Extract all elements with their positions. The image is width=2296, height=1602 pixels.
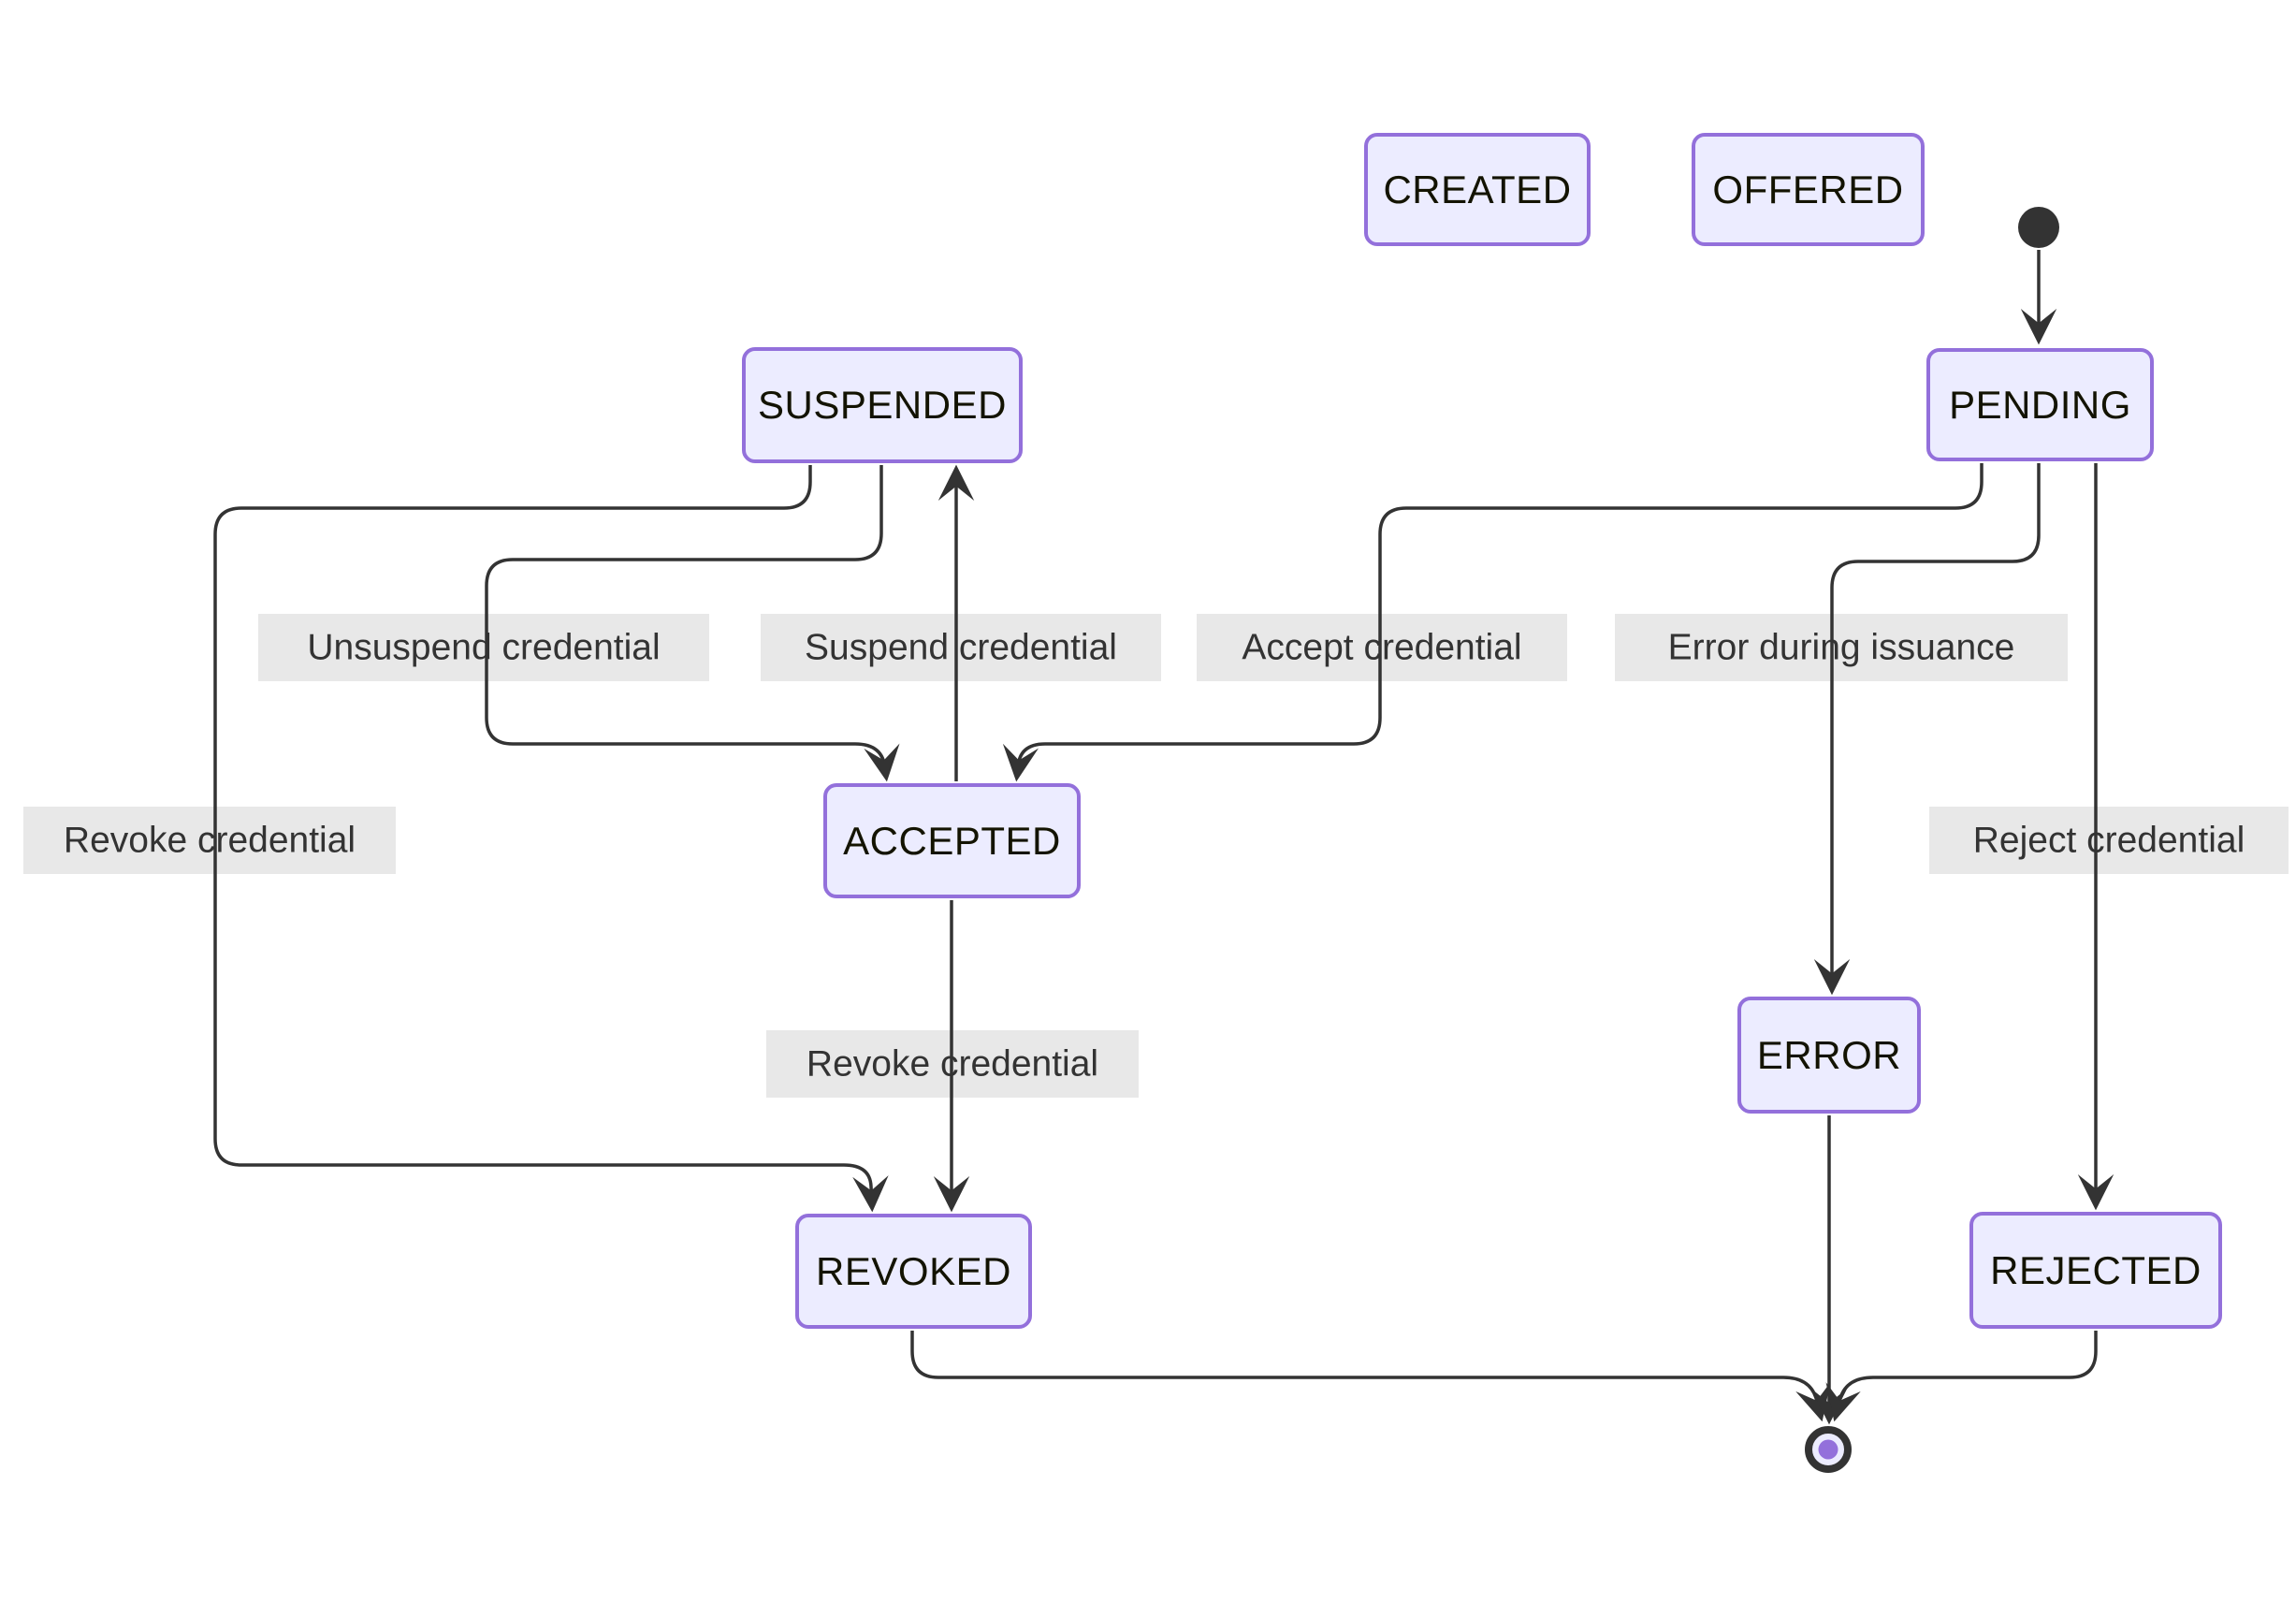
state-node-accepted: ACCEPTED bbox=[823, 783, 1081, 898]
edge-revoked-to-final bbox=[910, 1331, 1831, 1422]
state-node-created: CREATED bbox=[1364, 133, 1591, 246]
state-node-error: ERROR bbox=[1737, 997, 1921, 1114]
edge-suspended-to-accepted bbox=[485, 465, 900, 782]
state-node-rejected-label: REJECTED bbox=[1990, 1247, 2202, 1292]
edge-suspended-to-revoked bbox=[213, 465, 889, 1213]
edge-pending-to-accepted bbox=[1002, 463, 1984, 782]
edge-label-reject-credential-text: Reject credential bbox=[1973, 821, 2245, 861]
edge-label-revoke-credential-left: Revoke credential bbox=[23, 807, 396, 874]
edge-label-unsuspend-credential-text: Unsuspend credential bbox=[307, 628, 660, 668]
state-node-revoked-label: REVOKED bbox=[816, 1248, 1011, 1293]
edge-label-reject-credential: Reject credential bbox=[1929, 807, 2289, 874]
state-node-created-label: CREATED bbox=[1383, 167, 1572, 211]
edge-label-suspend-credential-text: Suspend credential bbox=[805, 628, 1117, 668]
edge-label-unsuspend-credential: Unsuspend credential bbox=[258, 614, 709, 681]
initial-state-dot bbox=[2018, 207, 2059, 248]
state-node-error-label: ERROR bbox=[1756, 1032, 1902, 1077]
state-node-pending-label: PENDING bbox=[1949, 382, 2131, 427]
final-state-marker bbox=[1805, 1426, 1852, 1473]
state-node-offered-label: OFFERED bbox=[1712, 167, 1904, 211]
edge-label-accept-credential: Accept credential bbox=[1197, 614, 1567, 681]
edge-label-error-during-issuance-text: Error during issuance bbox=[1668, 628, 2015, 668]
final-state-inner-dot bbox=[1818, 1439, 1838, 1460]
edge-label-suspend-credential: Suspend credential bbox=[761, 614, 1161, 681]
edge-pending-to-error bbox=[1813, 463, 2041, 996]
state-node-suspended-label: SUSPENDED bbox=[758, 383, 1007, 427]
edge-label-error-during-issuance: Error during issuance bbox=[1615, 614, 2068, 681]
state-node-offered: OFFERED bbox=[1692, 133, 1925, 246]
state-node-rejected: REJECTED bbox=[1969, 1212, 2222, 1329]
edge-label-accept-credential-text: Accept credential bbox=[1242, 628, 1521, 668]
edge-rejected-to-final bbox=[1825, 1331, 2098, 1422]
state-node-pending: PENDING bbox=[1926, 348, 2154, 461]
state-node-accepted-label: ACCEPTED bbox=[843, 818, 1061, 863]
state-node-suspended: SUSPENDED bbox=[742, 347, 1023, 463]
state-node-revoked: REVOKED bbox=[795, 1214, 1032, 1329]
edge-label-revoke-credential-left-text: Revoke credential bbox=[64, 821, 356, 861]
